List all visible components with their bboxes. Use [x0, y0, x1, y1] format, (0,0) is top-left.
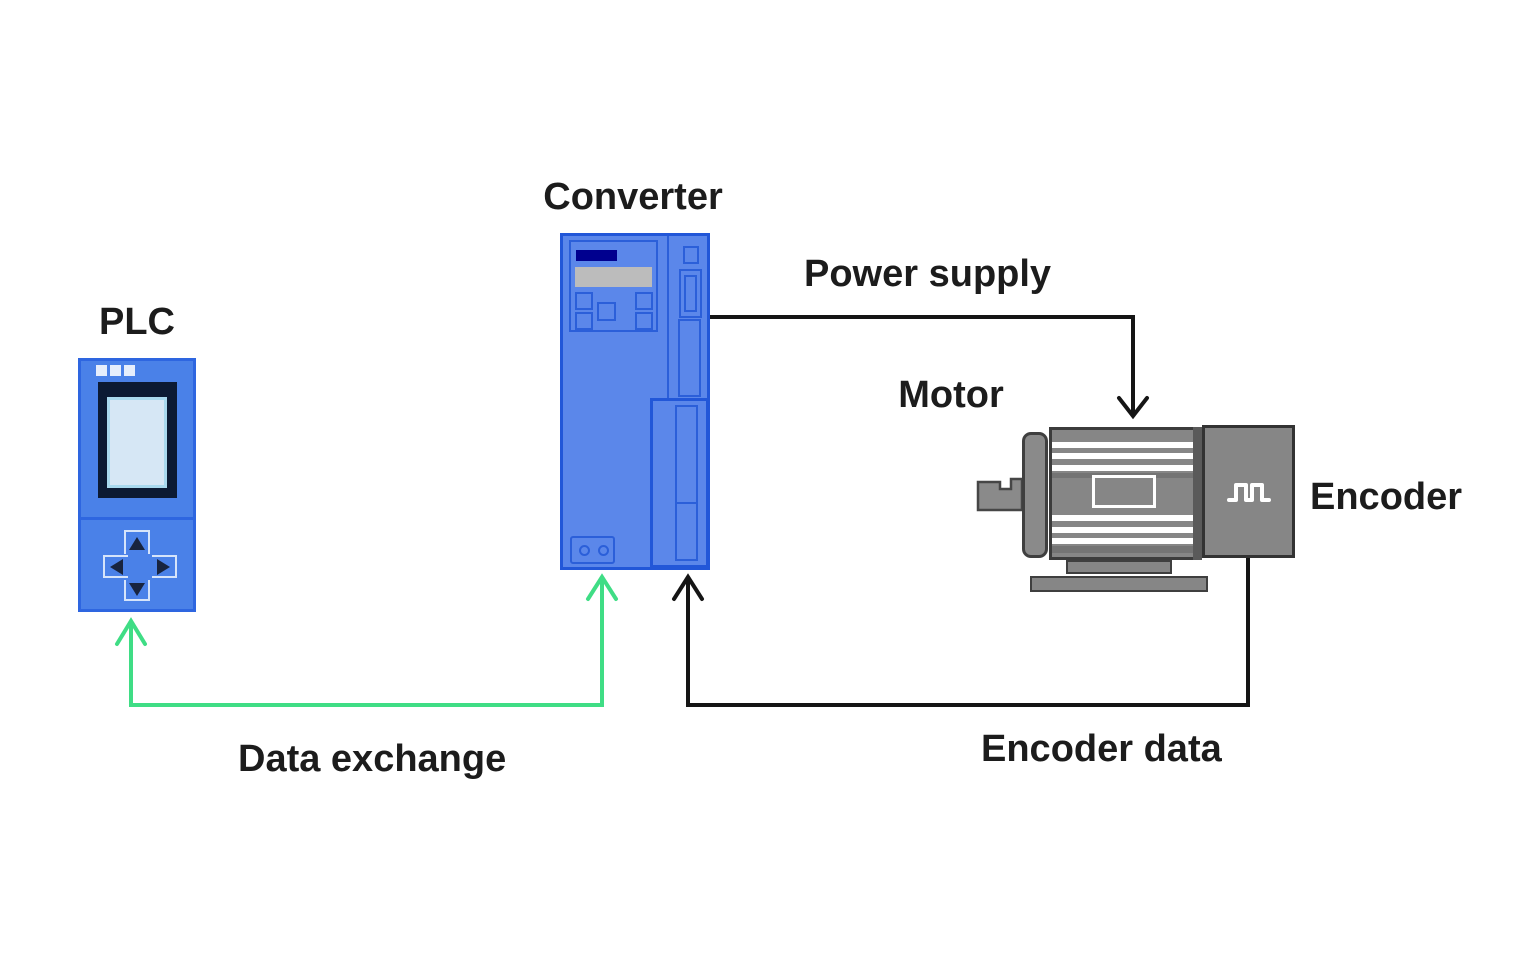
- power-module: [650, 398, 709, 568]
- plc-label: PLC: [99, 301, 175, 343]
- terminal-slot: [675, 405, 698, 561]
- arrow-down-icon: [1117, 396, 1149, 420]
- cooling-fin: [1052, 527, 1194, 533]
- io-slot: [678, 319, 701, 397]
- motor-label: Motor: [898, 374, 1004, 416]
- dpad-up-button: [124, 530, 150, 554]
- plc-device: [78, 358, 196, 612]
- power-supply-label: Power supply: [804, 253, 1052, 295]
- cooling-fin: [1052, 442, 1194, 448]
- motor-endcap: [1022, 432, 1048, 558]
- square-wave-pulse-icon: [1226, 482, 1271, 502]
- plc-screen: [107, 397, 167, 488]
- terminal-screw: [598, 545, 609, 556]
- plc-screen-bezel: [98, 382, 177, 498]
- arrow-up-icon: [672, 573, 704, 601]
- arrow-up-icon: [586, 573, 618, 601]
- encoder-device: [1202, 425, 1295, 558]
- motor-foot: [1066, 560, 1172, 574]
- motor-encoder-junction: [1193, 427, 1202, 560]
- panel-button: [575, 312, 593, 330]
- cooling-fin: [1052, 465, 1194, 471]
- motor-nameplate: [1092, 475, 1156, 508]
- power-supply-wire: [710, 315, 1149, 420]
- motor-base: [1030, 576, 1208, 592]
- converter-label: Converter: [543, 176, 723, 218]
- right-triangle-icon: [157, 558, 170, 575]
- cooling-fin: [1052, 538, 1194, 544]
- cooling-fin: [1052, 453, 1194, 459]
- operator-panel: [569, 240, 658, 332]
- connector-port: [683, 246, 699, 264]
- data-exchange-wire: [115, 573, 618, 707]
- terminal-screw: [579, 545, 590, 556]
- motor-band: [1052, 546, 1194, 553]
- status-led: [110, 365, 121, 376]
- data-exchange-label: Data exchange: [238, 738, 507, 780]
- converter-divider: [667, 236, 669, 399]
- dpad-right-button: [152, 555, 177, 578]
- encoder-data-wire: [672, 558, 1250, 707]
- terminal-slot-divider: [677, 502, 696, 504]
- arrow-up-icon: [115, 617, 147, 646]
- panel-button: [597, 302, 616, 321]
- plc-divider: [81, 517, 193, 520]
- encoder-label: Encoder: [1310, 476, 1463, 518]
- encoder-data-label: Encoder data: [981, 728, 1222, 770]
- motor-device: [1049, 427, 1197, 560]
- down-triangle-icon: [129, 583, 145, 596]
- up-triangle-icon: [129, 536, 145, 550]
- terminal-block: [570, 536, 615, 564]
- converter-device: [560, 233, 710, 570]
- io-slot: [679, 269, 702, 318]
- panel-button: [635, 292, 653, 310]
- status-led: [96, 365, 107, 376]
- dpad-left-button: [103, 555, 128, 578]
- left-triangle-icon: [110, 558, 123, 575]
- status-led: [124, 365, 135, 376]
- motor-shaft: [976, 477, 1024, 512]
- converter-lcd: [575, 267, 652, 287]
- cooling-fin: [1052, 515, 1194, 521]
- panel-button: [635, 312, 653, 330]
- converter-display: [576, 250, 617, 261]
- panel-button: [575, 292, 593, 310]
- dpad-down-button: [124, 580, 150, 601]
- io-slot-inner: [684, 275, 697, 312]
